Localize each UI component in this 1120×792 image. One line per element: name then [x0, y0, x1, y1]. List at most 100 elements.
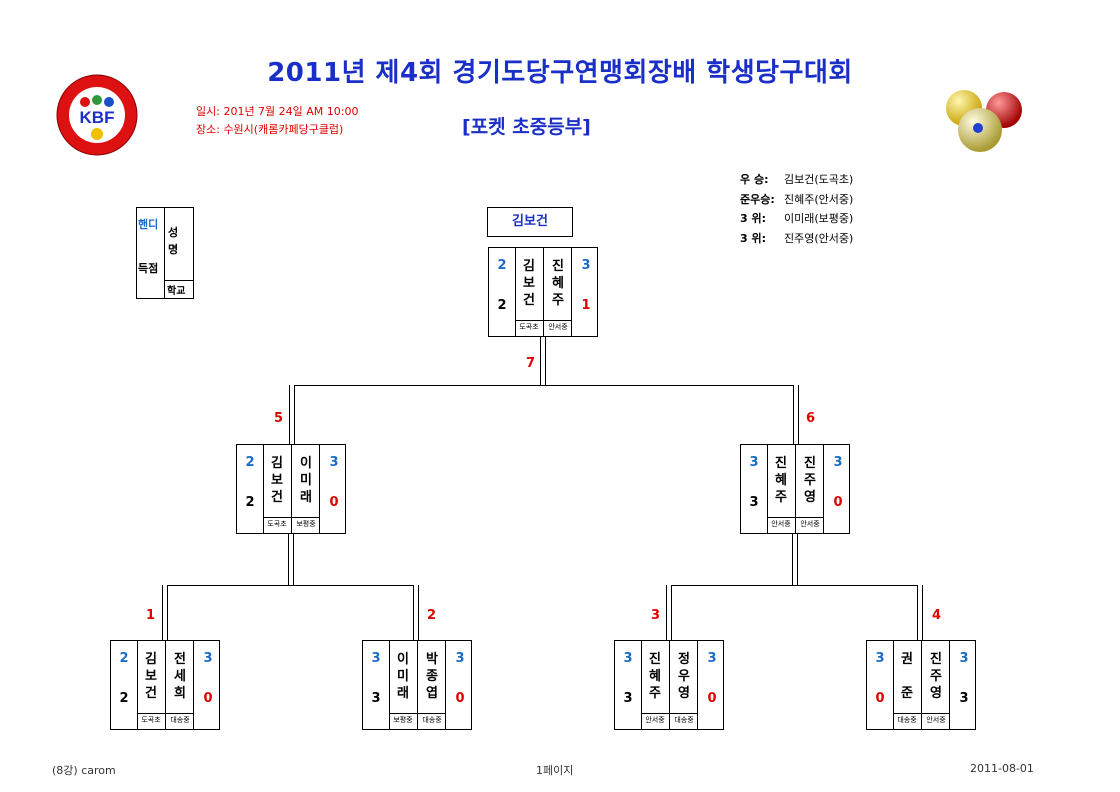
score-right: 0 — [825, 495, 851, 510]
player-name-right: 진 혜 주 — [544, 258, 572, 309]
bracket-line — [289, 385, 295, 445]
player-name-left: 진 혜 주 — [767, 455, 795, 506]
player-name-right: 정 우 영 — [670, 651, 698, 702]
logo-text: KBF — [80, 108, 115, 127]
score-left: 2 — [237, 495, 263, 510]
player-name-right: 이 미 래 — [292, 455, 320, 506]
match-box-qf-3: 3 3 3 0 진 혜 주 정 우 영 안서중 대송중 — [614, 640, 724, 730]
bracket-line — [792, 532, 798, 588]
handicap-right: 3 — [825, 455, 851, 470]
bracket-line — [289, 385, 799, 391]
match-box-qf-2: 3 3 3 0 이 미 래 박 종 엽 보평중 대송중 — [362, 640, 472, 730]
handicap-left: 2 — [237, 455, 263, 470]
school-right: 대송중 — [670, 715, 698, 725]
match-box-qf-4: 3 3 0 3 권 준 진 주 영 대송중 안서중 — [866, 640, 976, 730]
match-box-final: 2 3 2 1 김 보 건 진 혜 주 도곡초 안서중 — [488, 247, 598, 337]
handicap-left: 2 — [489, 258, 515, 273]
school-right: 보평중 — [292, 519, 320, 529]
match-number: 2 — [427, 608, 436, 623]
handicap-right: 3 — [951, 651, 977, 666]
school-right: 대송중 — [166, 715, 194, 725]
handicap-left: 3 — [363, 651, 389, 666]
bracket-line — [413, 585, 419, 640]
handicap-left: 3 — [741, 455, 767, 470]
school-left: 도곡초 — [263, 519, 291, 529]
score-right: 0 — [699, 691, 725, 706]
player-name-left: 김 보 건 — [137, 651, 165, 702]
date-line: 일시: 201년 7월 24일 AM 10:00 — [196, 103, 359, 119]
venue-line: 장소: 수원시(캐롬카페당구클럽) — [196, 121, 343, 137]
legend-school: 학교 — [167, 282, 185, 297]
bracket-line — [540, 335, 546, 388]
match-number: 6 — [806, 411, 815, 426]
result-item: 3 위:이미래(보평중) — [740, 209, 853, 229]
handicap-right: 3 — [195, 651, 221, 666]
player-name-right: 박 종 엽 — [418, 651, 446, 702]
score-right: 3 — [951, 691, 977, 706]
score-right: 0 — [321, 495, 347, 510]
handicap-left: 3 — [615, 651, 641, 666]
player-name-right: 진 주 영 — [922, 651, 950, 702]
handicap-left: 3 — [867, 651, 893, 666]
handicap-right: 3 — [447, 651, 473, 666]
subtitle: [포켓 초중등부] — [462, 112, 591, 139]
bracket-line — [288, 532, 294, 588]
page-number: 1페이지 — [536, 762, 573, 778]
score-left: 0 — [867, 691, 893, 706]
match-box-semifinal-1: 2 3 2 0 김 보 건 이 미 래 도곡초 보평중 — [236, 444, 346, 534]
results-list: 우 승:김보건(도곡초) 준우승:진혜주(안서중) 3 위:이미래(보평중) 3… — [740, 170, 853, 248]
score-right: 0 — [195, 691, 221, 706]
score-left: 2 — [111, 691, 137, 706]
match-number: 4 — [932, 608, 941, 623]
score-right: 1 — [573, 298, 599, 313]
school-left: 안서중 — [767, 519, 795, 529]
kbf-logo: KBF — [56, 74, 138, 156]
school-left: 안서중 — [641, 715, 669, 725]
handicap-left: 2 — [111, 651, 137, 666]
bracket-line — [793, 385, 799, 445]
match-number: 1 — [146, 608, 155, 623]
score-left: 3 — [363, 691, 389, 706]
school-right: 대송중 — [418, 715, 446, 725]
player-name-left: 진 혜 주 — [641, 651, 669, 702]
result-item: 우 승:김보건(도곡초) — [740, 170, 853, 190]
champion-box: 김보건 — [487, 207, 573, 237]
player-name-left: 권 준 — [893, 651, 921, 702]
handicap-right: 3 — [573, 258, 599, 273]
handicap-right: 3 — [321, 455, 347, 470]
footer-left: (8강) carom — [52, 762, 116, 778]
player-name-left: 김 보 건 — [263, 455, 291, 506]
match-number: 7 — [526, 356, 535, 371]
bracket-line — [917, 585, 923, 640]
score-left: 3 — [615, 691, 641, 706]
match-box-semifinal-2: 3 3 3 0 진 혜 주 진 주 영 안서중 안서중 — [740, 444, 850, 534]
player-name-right: 전 세 희 — [166, 651, 194, 702]
result-item: 3 위:진주영(안서중) — [740, 229, 853, 249]
legend-score: 득점 — [138, 260, 158, 276]
bracket-line — [162, 585, 168, 640]
page-title: 2011년 제4회 경기도당구연맹회장배 학생당구대회 — [0, 52, 1120, 89]
legend-handicap: 핸디 — [138, 216, 158, 232]
footer-date: 2011-08-01 — [970, 762, 1034, 775]
school-left: 도곡초 — [515, 322, 543, 332]
match-number: 3 — [651, 608, 660, 623]
school-left: 도곡초 — [137, 715, 165, 725]
score-left: 2 — [489, 298, 515, 313]
match-number: 5 — [274, 411, 283, 426]
billiard-balls-image — [944, 86, 1026, 158]
player-name-left: 김 보 건 — [515, 258, 543, 309]
score-left: 3 — [741, 495, 767, 510]
legend-name: 성 명 — [168, 224, 178, 258]
handicap-right: 3 — [699, 651, 725, 666]
legend-box: 핸디 득점 성 명 학교 — [136, 207, 194, 299]
player-name-left: 이 미 래 — [389, 651, 417, 702]
school-right: 안서중 — [796, 519, 824, 529]
bracket-line — [162, 585, 419, 591]
school-left: 보평중 — [389, 715, 417, 725]
match-box-qf-1: 2 3 2 0 김 보 건 전 세 희 도곡초 대송중 — [110, 640, 220, 730]
player-name-right: 진 주 영 — [796, 455, 824, 506]
school-right: 안서중 — [544, 322, 572, 332]
school-right: 안서중 — [922, 715, 950, 725]
bracket-line — [666, 585, 672, 640]
school-left: 대송중 — [893, 715, 921, 725]
